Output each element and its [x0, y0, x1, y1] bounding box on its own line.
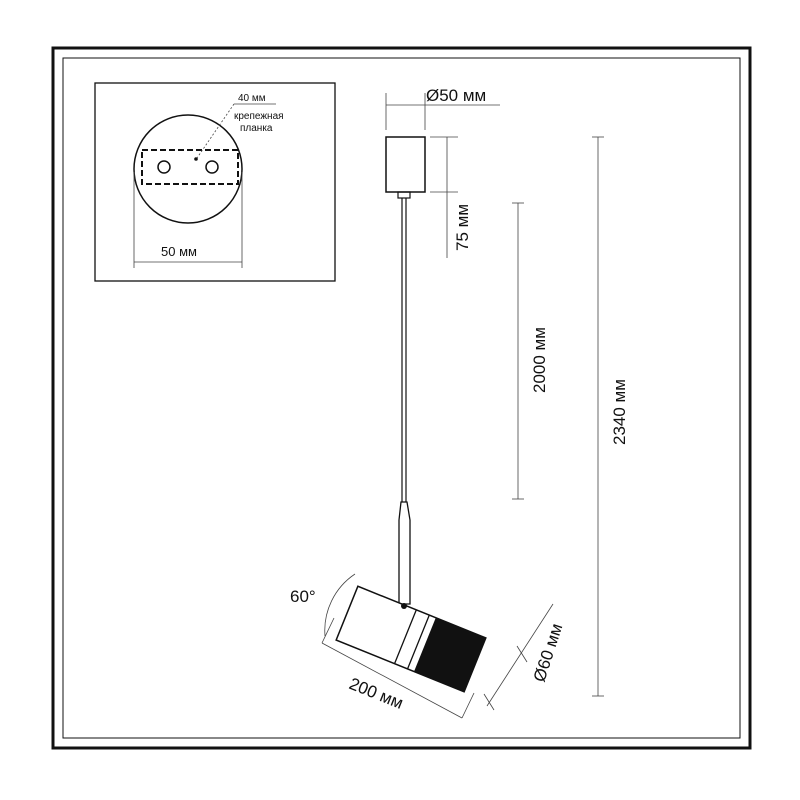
lamp-head-shade — [414, 617, 486, 692]
bracket-hole-left — [157, 160, 171, 174]
pendant-lamp — [335, 136, 487, 693]
dimension-rod-length: 2000 мм — [512, 202, 549, 500]
inset-label-50: 50 мм — [161, 244, 197, 259]
dimension-canopy-height: 75 мм — [430, 136, 472, 258]
lamp-pivot — [401, 603, 407, 609]
canopy-connector — [397, 191, 411, 199]
mounting-bracket-outline — [141, 149, 239, 185]
label-canopy-height: 75 мм — [453, 204, 472, 251]
lamp-head — [335, 585, 487, 693]
inset-label-40: 40 мм — [238, 93, 266, 104]
inset-label-bracket-2: планка — [240, 123, 273, 134]
dimension-head-diameter: Ø60 мм — [483, 603, 567, 711]
label-rotation-angle: 60° — [290, 587, 316, 606]
canopy-circle — [133, 114, 243, 224]
label-rod-length: 2000 мм — [530, 327, 549, 393]
outer-frame — [51, 46, 752, 750]
label-total-height: 2340 мм — [610, 379, 629, 445]
label-head-length: 200 мм — [347, 674, 406, 713]
dimension-canopy-diameter: Ø50 мм — [385, 86, 500, 130]
dimension-rotation-angle: 60° — [290, 573, 356, 637]
inner-frame — [62, 57, 741, 739]
label-head-diameter: Ø60 мм — [530, 621, 567, 684]
label-canopy-diameter: Ø50 мм — [426, 86, 486, 105]
mounting-plate-inset: 40 мм крепежная планка 50 мм — [94, 82, 336, 282]
lamp-stem — [398, 501, 411, 605]
inset-label-bracket-1: крепежная — [234, 111, 284, 122]
dimension-total-height: 2340 мм — [592, 136, 629, 697]
canopy — [385, 136, 426, 193]
bracket-center-dot — [194, 157, 198, 161]
bracket-hole-right — [205, 160, 219, 174]
inset-box — [94, 82, 336, 282]
